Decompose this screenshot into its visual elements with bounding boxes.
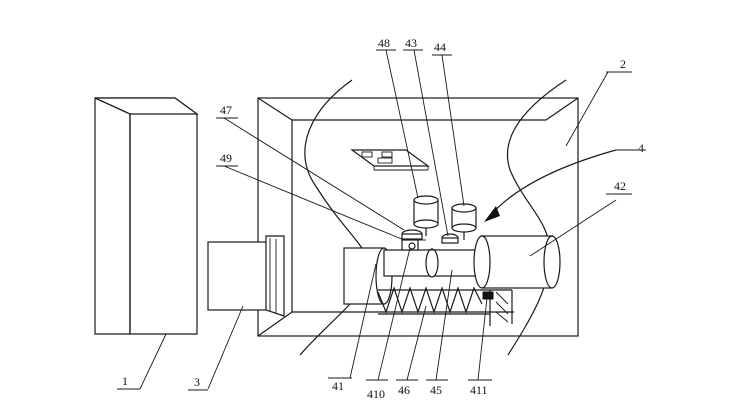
label-3: 3: [194, 375, 200, 389]
component-4-arrow: [484, 149, 617, 222]
label-44: 44: [434, 40, 446, 54]
label-410: 410: [367, 387, 385, 401]
label-41: 41: [332, 379, 344, 393]
cutaway-curve-right: [506, 79, 567, 356]
label-45: 45: [430, 383, 442, 397]
label-411: 411: [470, 383, 488, 397]
cutaway-curve-left: [299, 79, 372, 356]
slotted-plate: [350, 149, 430, 171]
label-2: 2: [620, 57, 626, 71]
component-47-ring: [401, 229, 423, 240]
component-46-spring: [377, 286, 483, 314]
label-48: 48: [378, 36, 390, 50]
component-48-top-unit: [413, 195, 439, 236]
component-43-ring: [441, 233, 459, 244]
label-49: 49: [220, 151, 232, 165]
label-4: 4: [638, 141, 644, 155]
component-410-clamp: [401, 239, 426, 251]
label-42: 42: [614, 179, 626, 193]
label-47: 47: [220, 103, 232, 117]
reference-labels: 1 3 2 4 42 48 43 44 47 49 41 410 46 45 4…: [117, 36, 646, 401]
component-1-cabinet: [94, 97, 199, 335]
label-43: 43: [405, 36, 417, 50]
component-411-stop-block: [482, 291, 494, 300]
component-44-top-unit: [451, 203, 477, 240]
component-3-motor: [207, 235, 285, 317]
label-46: 46: [398, 383, 410, 397]
label-1: 1: [122, 374, 128, 388]
component-42-right-cylinder: [473, 235, 561, 289]
leader-lines: [139, 49, 617, 390]
